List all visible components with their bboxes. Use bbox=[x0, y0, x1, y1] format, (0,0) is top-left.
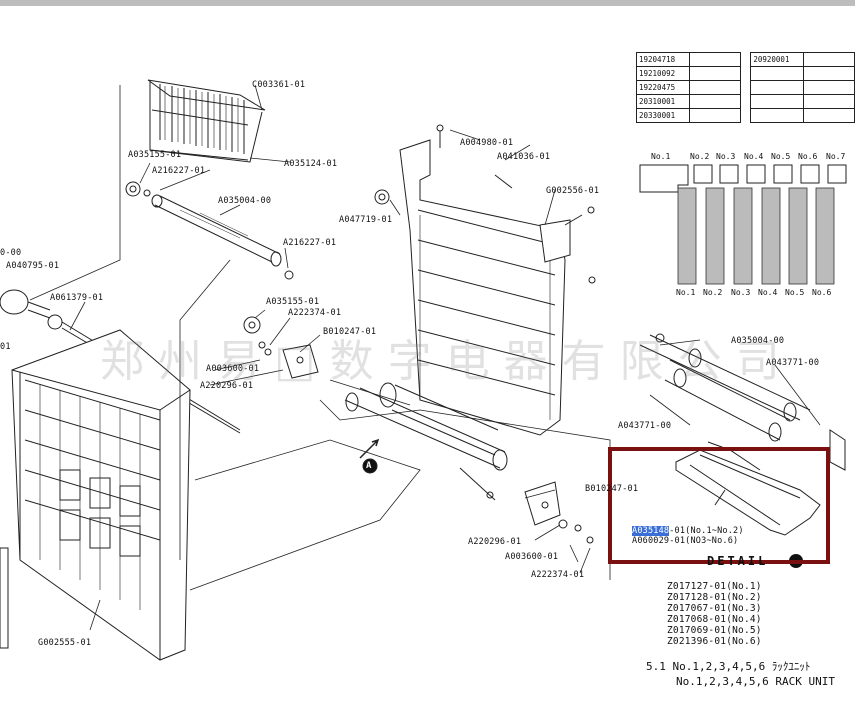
callout-a-arrow bbox=[359, 438, 380, 474]
code-cell: 20310001 bbox=[636, 94, 690, 109]
number-label-top: No.2 bbox=[690, 152, 710, 161]
callout-a-label: A bbox=[366, 461, 372, 471]
part-label: A040795-01 bbox=[6, 261, 60, 271]
part-label: A061379-01 bbox=[50, 293, 104, 303]
hatched-strips bbox=[677, 187, 835, 285]
code-cell-empty bbox=[688, 80, 741, 95]
code-table: 19204718 20920001 19210092 19220475 20310… bbox=[636, 52, 855, 123]
code-cell-empty bbox=[802, 52, 855, 67]
part-label: A035004-00 bbox=[218, 196, 272, 206]
number-label-bottom: No.2 bbox=[703, 288, 723, 297]
number-label-top: No.7 bbox=[826, 152, 846, 161]
part-label: 01 bbox=[0, 342, 11, 352]
highlighted-code: A035148 bbox=[632, 526, 670, 536]
code-cell: 19220475 bbox=[636, 80, 690, 95]
z-code: Z017069-01(No.5) bbox=[667, 625, 762, 636]
z-code: Z021396-01(No.6) bbox=[667, 636, 762, 647]
number-label-top: No.5 bbox=[771, 152, 791, 161]
code-cell-empty bbox=[802, 80, 855, 95]
right-roller bbox=[639, 333, 846, 471]
detail-title: DETAIL bbox=[707, 554, 769, 568]
number-label-top: No.6 bbox=[798, 152, 818, 161]
rack-unit-jp: 5.1 No.1,2,3,4,5,6 ﾗｯｸﾕﾆｯﾄ bbox=[646, 660, 811, 673]
part-label: C003361-01 bbox=[252, 80, 306, 90]
code-cell bbox=[750, 94, 804, 109]
top-bar bbox=[0, 0, 855, 6]
number-label-top: No.1 bbox=[651, 152, 671, 161]
z-code: Z017067-01(No.3) bbox=[667, 603, 762, 614]
part-label: B010247-01 bbox=[323, 327, 377, 337]
detail-part bbox=[675, 441, 821, 536]
number-label-bottom: No.1 bbox=[676, 288, 696, 297]
mid-gear bbox=[243, 316, 319, 379]
number-label-top: No.4 bbox=[744, 152, 764, 161]
leader-lines bbox=[29, 84, 821, 631]
part-label: A222374-01 bbox=[531, 570, 585, 580]
code-cell: 19204718 bbox=[636, 52, 690, 67]
code-cell-empty bbox=[802, 108, 855, 123]
detail-code-line2: A060029-01(NO3~No.6) bbox=[632, 536, 739, 546]
detail-code-line1: A035148-01(No.1~No.2) bbox=[632, 526, 744, 536]
code-cell-empty bbox=[802, 66, 855, 81]
number-label-bottom: No.5 bbox=[785, 288, 805, 297]
part-label: G002555-01 bbox=[38, 638, 92, 648]
code-cell-empty bbox=[688, 66, 741, 81]
code-cell bbox=[750, 80, 804, 95]
part-label: A216227-01 bbox=[152, 166, 206, 176]
number-label-bottom: No.3 bbox=[731, 288, 751, 297]
code-cell-empty bbox=[688, 52, 741, 67]
code-cell: 19210092 bbox=[636, 66, 690, 81]
rack-unit-en: No.1,2,3,4,5,6 RACK UNIT bbox=[676, 675, 835, 688]
part-label: A047719-01 bbox=[339, 215, 393, 225]
comb-part bbox=[147, 79, 266, 163]
part-label: A004980-01 bbox=[460, 138, 514, 148]
part-label: A216227-01 bbox=[283, 238, 337, 248]
z-code: Z017068-01(No.4) bbox=[667, 614, 762, 625]
code-cell bbox=[750, 108, 804, 123]
code-cell-empty bbox=[688, 94, 741, 109]
part-label: B010247-01 bbox=[585, 484, 639, 494]
part-label: A003600-01 bbox=[505, 552, 559, 562]
detail-code-line1-rest: -01(No.1~No.2) bbox=[669, 526, 744, 536]
part-label: A035155-01 bbox=[128, 150, 182, 160]
part-label: A220296-01 bbox=[468, 537, 522, 547]
part-label: A035155-01 bbox=[266, 297, 320, 307]
number-label-bottom: No.4 bbox=[758, 288, 778, 297]
code-cell: 20330001 bbox=[636, 108, 690, 123]
part-label: A043771-00 bbox=[766, 358, 820, 368]
part-label: G002556-01 bbox=[546, 186, 600, 196]
part-label: A035124-01 bbox=[284, 159, 338, 169]
code-cell-empty bbox=[802, 94, 855, 109]
number-boxes bbox=[639, 164, 847, 193]
watermark: 郑州易□数字电器有限公司 bbox=[100, 336, 794, 387]
number-label-bottom: No.6 bbox=[812, 288, 832, 297]
code-cell-empty bbox=[688, 108, 741, 123]
part-label: A041036-01 bbox=[497, 152, 551, 162]
part-label: A222374-01 bbox=[288, 308, 342, 318]
part-label: A043771-00 bbox=[618, 421, 672, 431]
roller-shaft-left bbox=[125, 181, 294, 280]
part-label: 0-00 bbox=[0, 248, 22, 258]
code-cell bbox=[750, 66, 804, 81]
highlight-box bbox=[608, 447, 830, 564]
part-label: A035004-00 bbox=[731, 336, 785, 346]
code-cell: 20920001 bbox=[750, 52, 804, 67]
lower-roller bbox=[344, 382, 594, 544]
part-label: A003600-01 bbox=[206, 364, 260, 374]
number-label-top: No.3 bbox=[716, 152, 736, 161]
center-frame bbox=[374, 124, 596, 436]
z-code: Z017128-01(No.2) bbox=[667, 592, 762, 603]
part-label: A220296-01 bbox=[200, 381, 254, 391]
left-frame bbox=[11, 329, 191, 661]
z-code: Z017127-01(No.1) bbox=[667, 581, 762, 592]
